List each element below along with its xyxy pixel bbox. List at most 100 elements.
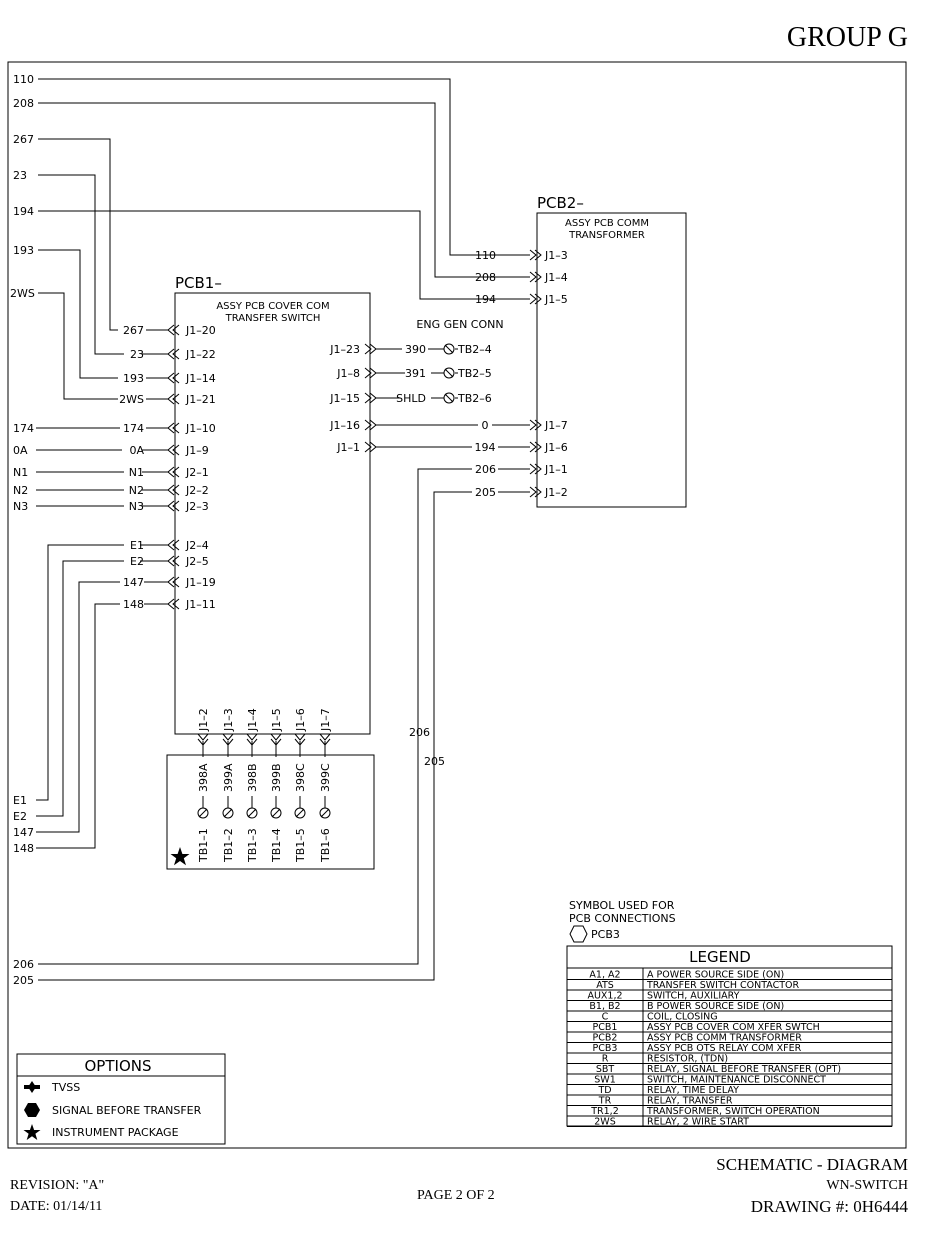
pin-label: J1–1 (544, 463, 568, 476)
hexagon-icon (569, 925, 588, 943)
pin-label: J1–4 (544, 271, 568, 284)
wire-label: SHLD (396, 392, 426, 405)
wire-label: 194 (475, 441, 496, 454)
pin-label: J1–11 (185, 598, 216, 611)
pin-label: J1–22 (185, 348, 216, 361)
star-icon (170, 847, 190, 866)
pin-label: J1–19 (185, 576, 216, 589)
chevron-icon (197, 733, 331, 746)
wire-label: N3 (129, 500, 144, 513)
pcb1-desc: TRANSFER SWITCH (225, 313, 321, 324)
star-icon (23, 1124, 41, 1140)
pin-label: J2–5 (185, 555, 209, 568)
tb1-box (166, 754, 375, 870)
wire-label: 110 (13, 73, 34, 86)
pcb2-desc: TRANSFORMER (568, 230, 645, 241)
wire-label: N1 (13, 466, 28, 479)
pin-label: J1–9 (185, 444, 209, 457)
legend-desc: ASSY PCB OTS RELAY COM XFER (647, 1043, 802, 1054)
wire-label: N2 (13, 484, 28, 497)
pin-label: J1–7 (544, 419, 568, 432)
wire-label: 193 (123, 372, 144, 385)
option-label: INSTRUMENT PACKAGE (52, 1126, 179, 1139)
wire-label: N2 (129, 484, 144, 497)
wire-label: 206 (13, 958, 34, 971)
wire-label: 398C (294, 763, 307, 792)
wire-label: E2 (13, 810, 27, 823)
group-title: GROUP G (786, 22, 908, 53)
pin-label: J1–14 (185, 372, 216, 385)
pin-label: J1–16 (329, 419, 360, 432)
page-number: PAGE 2 OF 2 (417, 1188, 495, 1203)
wire-label: 399C (319, 763, 332, 792)
schematic-title: SCHEMATIC - DIAGRAM (716, 1155, 908, 1174)
wire-label: 391 (405, 367, 426, 380)
options-box (16, 1053, 226, 1145)
hexagon-icon (24, 1103, 40, 1117)
legend-desc: ASSY PCB COMM TRANSFORMER (647, 1033, 802, 1044)
terminal-icon (443, 392, 455, 404)
legend-code: C (602, 1012, 609, 1023)
terminal-label: TB1–3 (246, 828, 259, 863)
symbol-note: PCB CONNECTIONS (569, 912, 676, 925)
pin-label: J1–6 (294, 708, 307, 732)
wire-paths (36, 78, 530, 981)
pin-label: J1–20 (185, 324, 216, 337)
wire-label: 148 (13, 842, 34, 855)
legend-desc: SWITCH, AUXILIARY (647, 991, 740, 1002)
terminal-label: TB1–4 (270, 828, 283, 863)
revision-label: REVISION: "A" (10, 1178, 105, 1193)
chevron-icon (167, 324, 180, 610)
terminal-label: TB2–4 (457, 343, 492, 356)
wire-label: N1 (129, 466, 144, 479)
legend-desc: RELAY, TIME DELAY (647, 1085, 739, 1096)
terminal-label: TB1–5 (294, 828, 307, 863)
terminal-icon (443, 343, 455, 355)
pcb1-title: PCB1– (175, 274, 222, 292)
legend-code: TR (598, 1096, 612, 1107)
wire-label: 110 (475, 249, 496, 262)
wire-label: 206 (475, 463, 496, 476)
terminal-label: TB2–6 (457, 392, 492, 405)
terminal-icon (294, 807, 306, 819)
wire-label: 23 (130, 348, 144, 361)
tvss-icon (24, 1081, 40, 1093)
legend-desc: TRANSFER SWITCH CONTACTOR (646, 980, 800, 991)
pcb2-desc: ASSY PCB COMM (565, 218, 649, 229)
terminal-icon (443, 367, 455, 379)
symbol-note: SYMBOL USED FOR (569, 899, 675, 912)
legend-code: TR1,2 (590, 1106, 619, 1117)
legend-code: ATS (596, 980, 614, 991)
legend-code: PCB3 (593, 1043, 618, 1054)
pin-label: J1–1 (336, 441, 360, 454)
legend-code: SW1 (594, 1075, 615, 1086)
wire-label: 267 (13, 133, 34, 146)
legend-desc: RESISTOR, (TDN) (647, 1054, 728, 1065)
legend-code: AUX1,2 (587, 991, 622, 1002)
symbol-note: PCB3 (591, 928, 620, 941)
legend-desc: ASSY PCB COVER COM XFER SWTCH (647, 1022, 820, 1033)
legend-code: TD (597, 1085, 611, 1096)
wire-label: 399A (222, 763, 235, 792)
legend-desc: SWITCH, MAINTENANCE DISCONNECT (647, 1075, 826, 1086)
wire-label: 208 (475, 271, 496, 284)
legend-desc: RELAY, 2 WIRE START (647, 1117, 749, 1128)
legend-code: SBT (596, 1064, 615, 1075)
option-label: SIGNAL BEFORE TRANSFER (52, 1104, 202, 1117)
pin-label: J2–3 (185, 500, 209, 513)
legend-code: A1, A2 (589, 970, 620, 981)
legend-code: PCB2 (593, 1033, 618, 1044)
pcb2-box (536, 212, 687, 508)
wire-label: 0 (482, 419, 489, 432)
wire-label: 398B (246, 763, 259, 792)
pin-label: J2–4 (185, 539, 209, 552)
legend-desc: RELAY, SIGNAL BEFORE TRANSFER (OPT) (647, 1064, 841, 1075)
wire-label: 398A (197, 763, 210, 792)
wire-label: E1 (130, 539, 144, 552)
chevron-icon (364, 343, 377, 453)
pcb2-title: PCB2– (537, 194, 584, 212)
legend-desc: RELAY, TRANSFER (647, 1096, 733, 1107)
option-label: TVSS (51, 1081, 80, 1094)
wire-label: E2 (130, 555, 144, 568)
pin-label: J1–15 (329, 392, 360, 405)
